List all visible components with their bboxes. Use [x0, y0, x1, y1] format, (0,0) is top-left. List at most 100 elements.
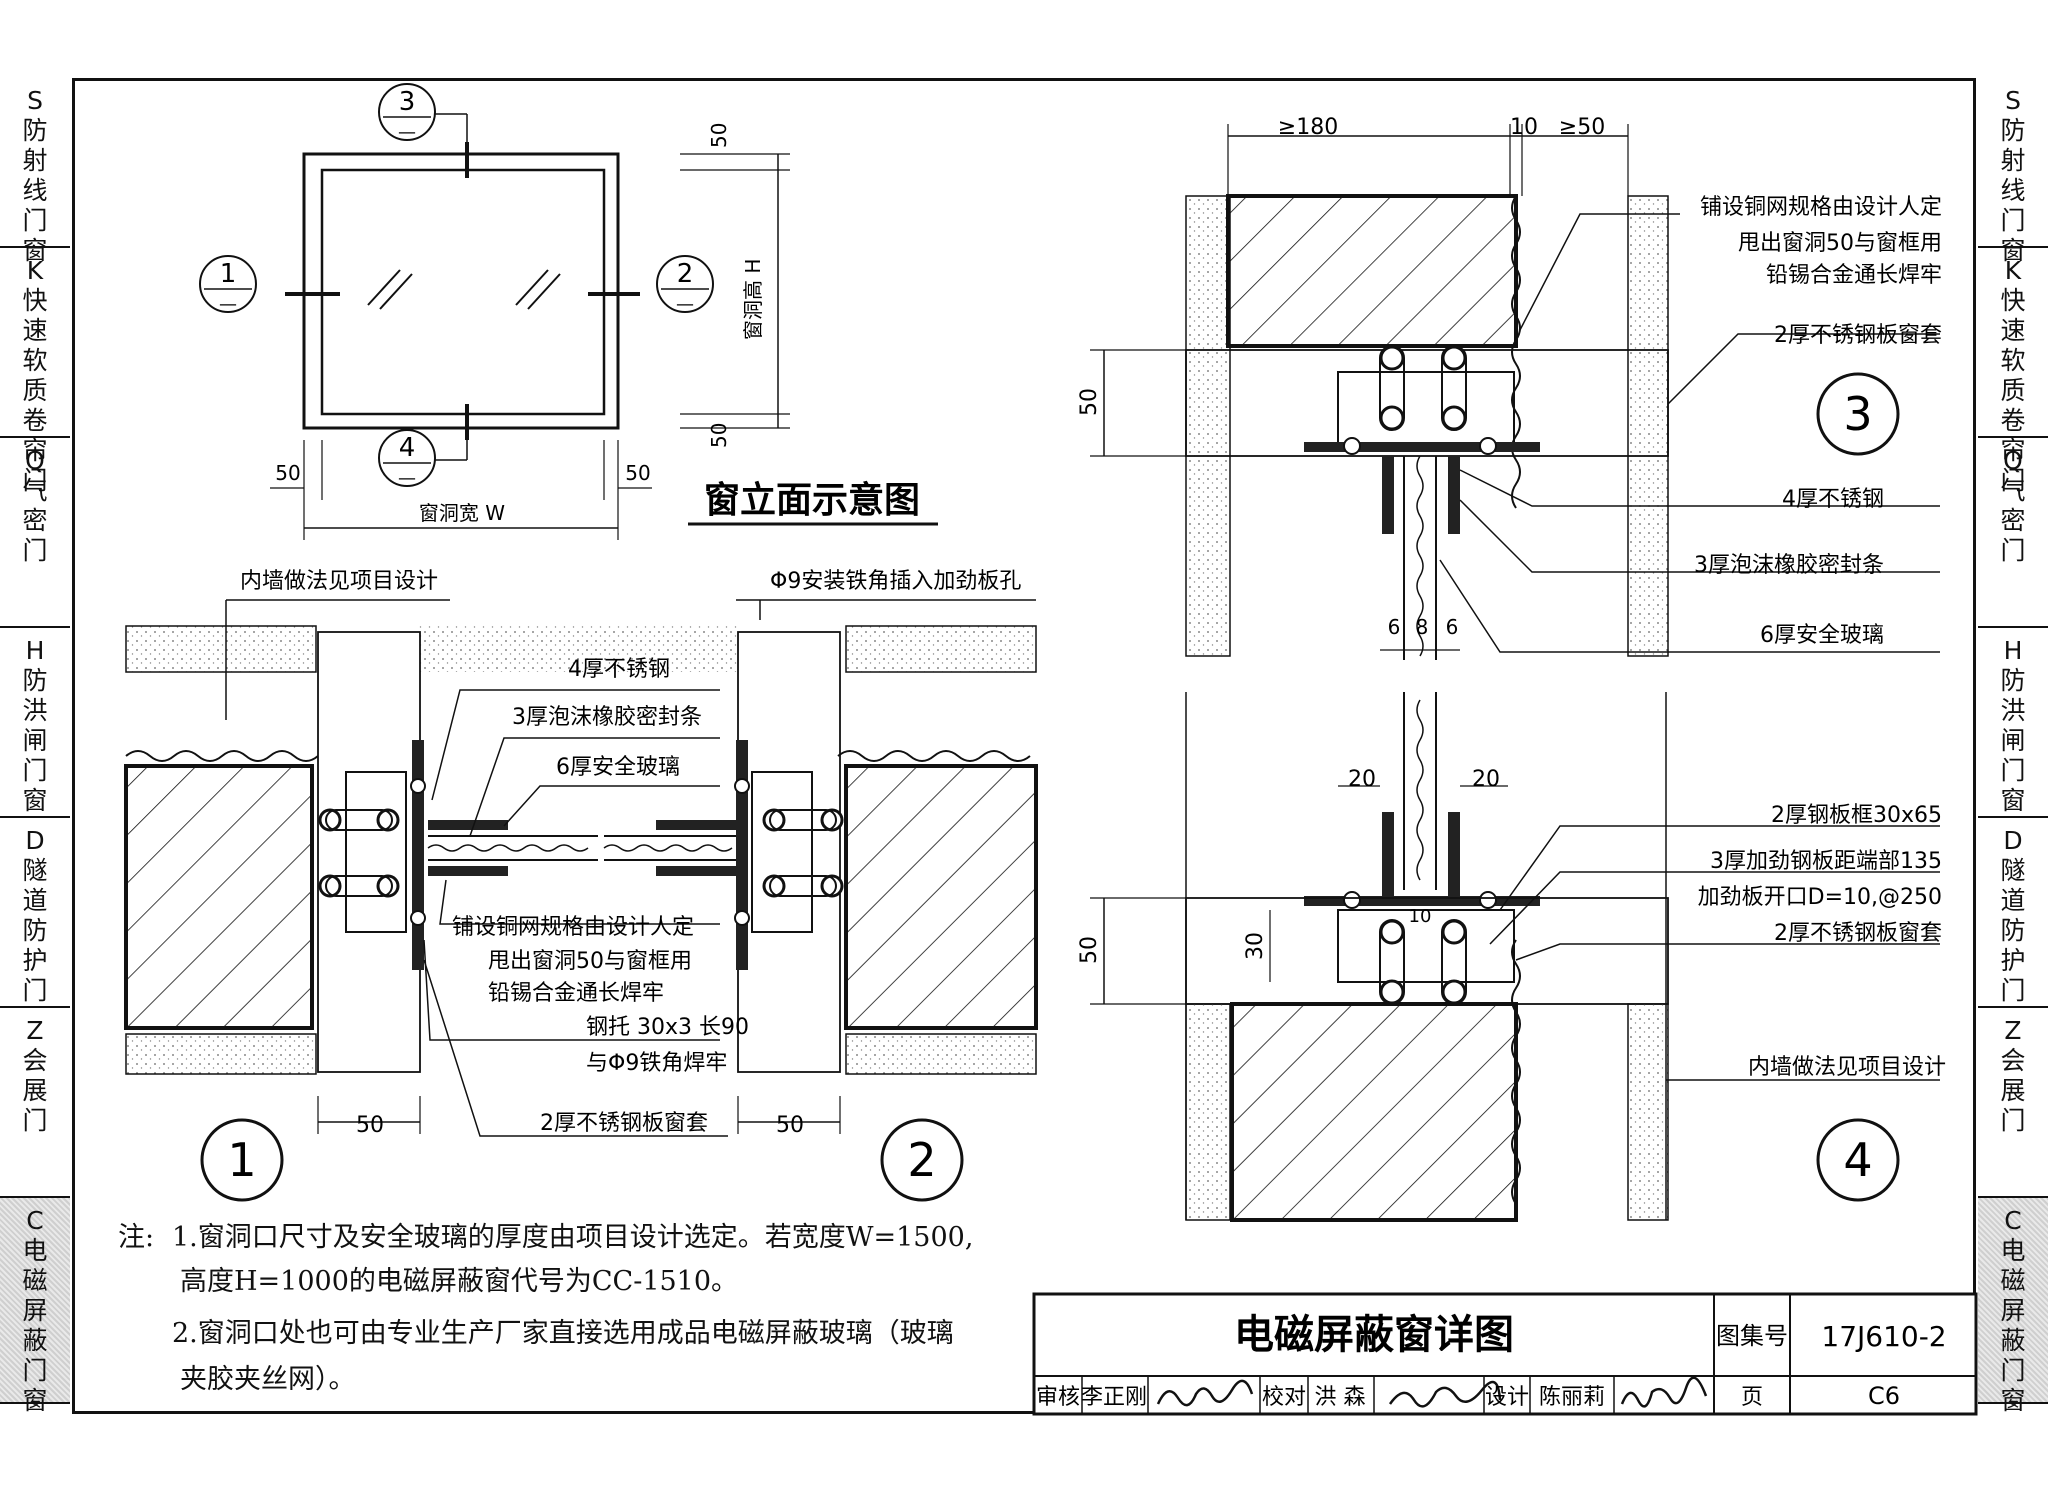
label-frame-steel: 2厚钢板框30x65	[1771, 803, 1942, 828]
callout-3[interactable]: 3 —	[378, 83, 468, 143]
atlas-number: 17J610-2	[1821, 1320, 1946, 1353]
label-ss-sleeve-r: 2厚不锈钢板窗套	[1774, 323, 1942, 348]
dim-20-left: 20	[1348, 767, 1376, 792]
label-stiffener: 3厚加劲钢板距端部135	[1710, 849, 1942, 874]
side-tab-code: D	[2003, 826, 2023, 855]
window-height-label: 窗洞高 H	[741, 259, 765, 340]
side-tab-name: 会展门	[22, 1046, 48, 1135]
detail-3-badge: 3	[1816, 372, 1900, 456]
window-elevation	[270, 142, 790, 540]
detail-4-num: 4	[1843, 1133, 1872, 1187]
dim-30: 30	[1243, 932, 1268, 960]
label-mesh-3: 铅锡合金通长焊牢	[488, 981, 664, 1006]
title-block	[1032, 1292, 1978, 1416]
callout-3-sub: —	[398, 122, 416, 143]
label-ss-sleeve-left: 2厚不锈钢板窗套	[540, 1111, 708, 1136]
callout-1-num: 1	[220, 259, 237, 289]
label-inner-wall: 内墙做法见项目设计	[240, 569, 438, 594]
detail-1-badge: 1	[200, 1118, 284, 1202]
detail-1-2-section	[124, 599, 1038, 1137]
dim-10-d4: 10	[1409, 906, 1432, 927]
dim-50-right: 50	[625, 461, 650, 485]
side-tab-name: 隧道防护门	[2000, 856, 2026, 1005]
side-tab-name: 气密门	[22, 476, 48, 565]
checker-name: 洪 森	[1315, 1385, 1366, 1410]
side-tab-code: C	[2004, 1206, 2022, 1235]
label-mesh-2: 甩出窗洞50与窗框用	[488, 949, 692, 974]
detail-3-section	[1090, 124, 1940, 660]
label-foam3-left: 3厚泡沫橡胶密封条	[512, 705, 702, 730]
callout-4-num: 4	[399, 433, 416, 463]
dim-6-right: 6	[1446, 615, 1459, 639]
dim-ge50: ≥50	[1559, 115, 1605, 140]
label-inner-wall-r: 内墙做法见项目设计	[1748, 1055, 1946, 1080]
label-mesh-r3: 铅锡合金通长焊牢	[1766, 263, 1942, 288]
signature-designer	[1620, 1376, 1708, 1408]
side-tab-name: 气密门	[2000, 476, 2026, 565]
callout-3-num: 3	[399, 87, 416, 117]
signature-reviewer	[1156, 1379, 1254, 1407]
side-tab-name: 快速软质卷帘门	[2000, 286, 2026, 495]
label-foam3-r: 3厚泡沫橡胶密封条	[1694, 553, 1884, 578]
label-mesh-r2: 甩出窗洞50与窗框用	[1738, 231, 1942, 256]
note-2a: 2.窗洞口处也可由专业生产厂家直接选用成品电磁屏蔽玻璃（玻璃	[172, 1318, 954, 1349]
callout-2[interactable]: 2 —	[656, 255, 714, 315]
drawing-title: 电磁屏蔽窗详图	[1234, 1312, 1514, 1358]
label-glass6-left: 6厚安全玻璃	[556, 755, 680, 780]
note-2b: 夹胶夹丝网）。	[180, 1364, 356, 1395]
label-bracket: 钢托 30x3 长90	[586, 1015, 749, 1040]
detail-4-section	[1090, 692, 1940, 1222]
side-tab-code: D	[25, 826, 45, 855]
dim-10: 10	[1510, 115, 1538, 140]
callout-1[interactable]: 1 —	[199, 255, 257, 315]
designer-name: 陈丽莉	[1539, 1385, 1605, 1410]
callout-1-sub: —	[219, 294, 237, 315]
detail-2-num: 2	[907, 1133, 936, 1187]
label-ss-sleeve-r4: 2厚不锈钢板窗套	[1774, 921, 1942, 946]
callout-2-sub: —	[676, 294, 694, 315]
side-tab-name: 防洪闸门窗	[22, 666, 48, 815]
detail-3-num: 3	[1843, 387, 1872, 441]
side-tab-name: 防射线门窗	[22, 116, 48, 265]
dim-50-d2: 50	[776, 1113, 804, 1138]
side-tab-code: Z	[2004, 1016, 2022, 1045]
note-1b: 高度H=1000的电磁屏蔽窗代号为CC-1510。	[180, 1266, 739, 1297]
dim-8: 8	[1416, 615, 1429, 639]
dim-50-d1: 50	[356, 1113, 384, 1138]
side-tab-code: Z	[26, 1016, 44, 1045]
detail-2-badge: 2	[880, 1118, 964, 1202]
side-tab-code: K	[2004, 256, 2022, 285]
dim-180: ≥180	[1278, 115, 1338, 140]
dim-50-d3: 50	[1077, 388, 1102, 416]
signature-checker	[1388, 1380, 1502, 1408]
side-tab-name: 隧道防护门	[22, 856, 48, 1005]
dim-50-left: 50	[275, 461, 300, 485]
side-tab-code: S	[27, 86, 43, 115]
side-tab-code: C	[26, 1206, 44, 1235]
side-tab-code: Q	[25, 446, 45, 475]
callout-4[interactable]: 4 —	[378, 429, 468, 489]
label-stiffener-hole: 加劲板开口D=10,@250	[1698, 885, 1942, 910]
reviewer-name: 李正刚	[1081, 1385, 1147, 1410]
page-label: 页	[1741, 1385, 1763, 1410]
detail-4-badge: 4	[1816, 1118, 1900, 1202]
label-ss4-left: 4厚不锈钢	[568, 657, 670, 682]
review-label: 审核	[1036, 1385, 1080, 1410]
side-tab-name: 防射线门窗	[2000, 116, 2026, 265]
